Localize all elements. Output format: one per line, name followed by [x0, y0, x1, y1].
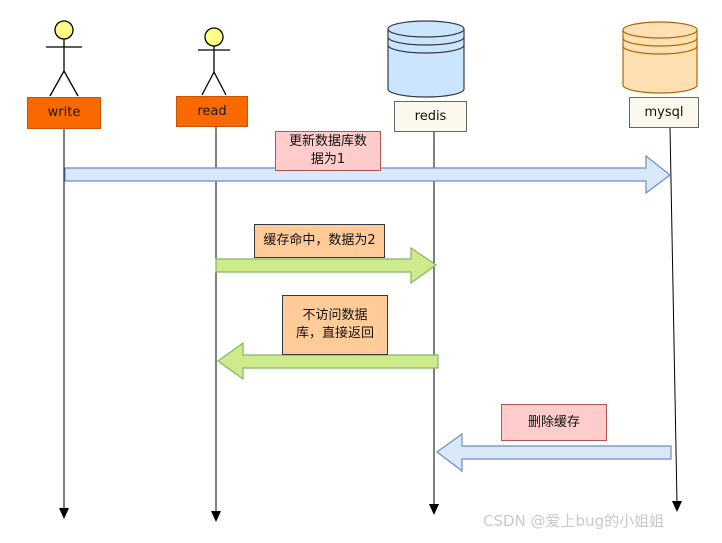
arrow-delete-cache — [435, 432, 672, 473]
note-update-db-line-2: 据为1 — [310, 152, 346, 167]
note-delete-cache: 删除缓存 — [501, 404, 607, 441]
arrow-update-db — [64, 154, 671, 195]
lifeline-mysql — [669, 126, 678, 504]
mysql-label: mysql — [629, 97, 699, 128]
lifeline-read-arrowhead — [211, 511, 221, 522]
lifelines — [59, 126, 682, 522]
actor-write-label: write — [27, 97, 101, 129]
note-cache-hit: 缓存命中，数据为2 — [254, 224, 385, 258]
lifeline-write-arrowhead — [59, 508, 69, 519]
actor-read-label: read — [176, 96, 248, 127]
note-return-direct: 不访问数据 库，直接返回 — [282, 295, 388, 355]
note-return-direct-line-1: 不访问数据 — [302, 308, 368, 324]
watermark-text: CSDN @爱上bug的小姐姐 — [483, 512, 665, 530]
lifeline-mysql-arrowhead — [672, 501, 682, 512]
note-delete-cache-line-1: 删除缓存 — [527, 414, 580, 430]
arrow-return-direct — [216, 341, 439, 381]
note-update-db-line-1: 更新数据库数 — [288, 134, 367, 150]
redis-label: redis — [394, 101, 467, 132]
actor-read-icon — [198, 27, 230, 96]
note-return-direct-line-2: 库，直接返回 — [295, 326, 374, 341]
actor-write-icon — [46, 20, 82, 97]
redis-database-icon — [387, 20, 465, 98]
lifeline-redis-arrowhead — [429, 504, 439, 515]
arrow-cache-hit — [215, 246, 438, 285]
mysql-database-icon — [622, 21, 698, 94]
note-update-db: 更新数据库数 据为1 — [275, 131, 381, 171]
note-cache-hit-line-1: 缓存命中，数据为2 — [263, 233, 376, 249]
